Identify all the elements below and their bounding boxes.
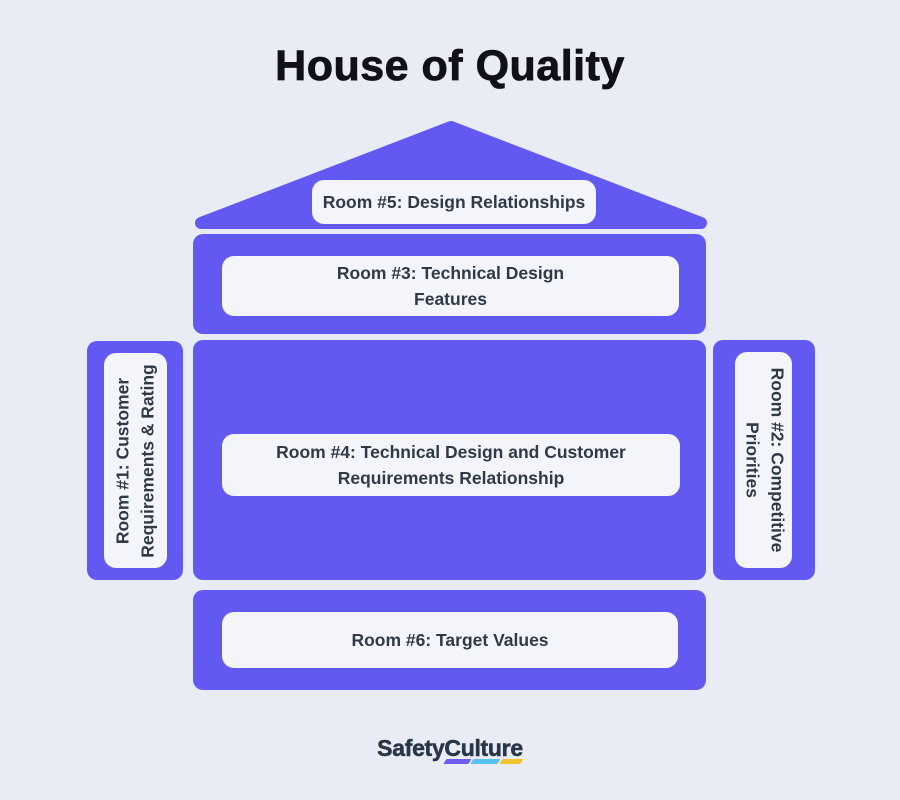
underline-blue-segment <box>470 759 501 764</box>
room2-label-text: Room #2: Competitive Priorities <box>738 353 789 568</box>
room1-label-text: Room #1: Customer Requirements & Rating <box>110 353 161 568</box>
underline-purple-segment <box>443 759 472 764</box>
room4-block: Room #4: Technical Design and Customer R… <box>193 340 706 580</box>
room3-label-line1: Room #3: Technical Design <box>336 262 565 283</box>
room4-label-line1: Room #4: Technical Design and Customer <box>276 441 626 462</box>
room5-label: Room #5: Design Relationships <box>312 180 596 224</box>
room2-label-rotator: Room #2: Competitive Priorities <box>735 352 792 568</box>
room2-block: Room #2: Competitive Priorities <box>713 340 815 580</box>
room3-label-line2: Features <box>414 289 487 309</box>
room6-label-text: Room #6: Target Values <box>351 629 549 650</box>
room1-label-line2: Requirements & Rating <box>137 363 158 558</box>
room5-label-text: Room #5: Design Relationships <box>322 191 586 212</box>
room3-label: Room #3: Technical Design Features <box>222 256 679 316</box>
room2-label: Room #2: Competitive Priorities <box>735 352 792 568</box>
underline-yellow-segment <box>499 759 524 764</box>
safetyculture-logo: SafetyCulture <box>377 735 523 762</box>
room1-block: Room #1: Customer Requirements & Rating <box>87 341 183 580</box>
safetyculture-logo-underline <box>443 759 524 764</box>
page-title: House of Quality <box>275 42 625 91</box>
room3-block: Room #3: Technical Design Features <box>193 234 706 334</box>
room4-label: Room #4: Technical Design and Customer R… <box>222 434 680 496</box>
room4-label-line2: Requirements Relationship <box>337 468 565 488</box>
room1-label: Room #1: Customer Requirements & Rating <box>104 353 167 568</box>
room1-label-line1: Room #1: Customer <box>112 377 133 544</box>
room1-label-rotator: Room #1: Customer Requirements & Rating <box>104 353 167 568</box>
room2-label-line1: Room #2: Competitive <box>766 367 787 553</box>
room6-block: Room #6: Target Values <box>193 590 706 690</box>
room6-label: Room #6: Target Values <box>222 612 678 668</box>
room2-label-line2: Priorities <box>741 422 762 498</box>
